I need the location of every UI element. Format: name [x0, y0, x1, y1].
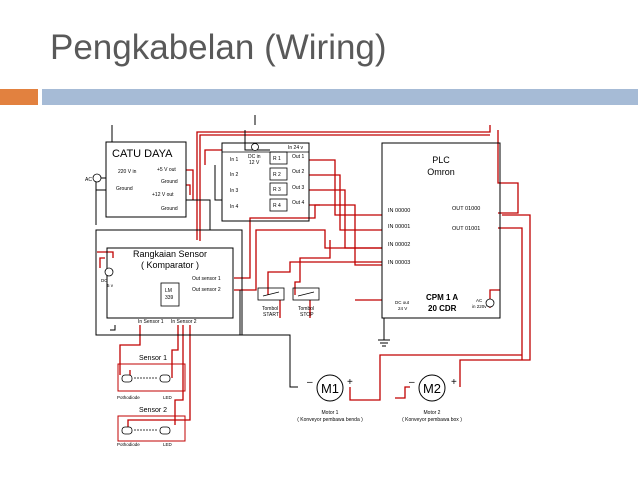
relay-in3: In 3	[230, 188, 239, 194]
sensor-dc: DC	[101, 278, 108, 283]
motor-1-label: Motor 1	[322, 410, 339, 416]
led-2-label: LED	[163, 442, 173, 447]
relay-r4: R 4	[273, 203, 281, 209]
catu-daya-ground-2: Ground	[161, 179, 178, 185]
motor-1-symbol: M1	[321, 381, 339, 396]
plc-ac: AC	[476, 298, 483, 303]
plc-ac-220v: in 220v	[472, 304, 487, 309]
sensor-comparator-block: Rangkaian Sensor ( Komparator ) DC 5 v L…	[95, 229, 243, 336]
plc-model-2: 20 CDR	[428, 304, 457, 313]
sensor-subtitle: ( Komparator )	[141, 260, 199, 270]
catu-daya-ac: AC	[85, 177, 92, 183]
catu-daya-ground: Ground	[116, 186, 133, 192]
relay-in4: In 4	[230, 204, 239, 210]
sensor-2-label: Sensor 2	[139, 407, 167, 414]
photodiode-icon	[121, 374, 133, 383]
catu-daya-5v: +5 V out	[157, 167, 176, 173]
ac-source-icon	[92, 173, 102, 183]
plc-brand: Omron	[427, 167, 455, 177]
plc-in-00003: IN 00003	[388, 260, 410, 266]
motor-2-minus: –	[409, 377, 415, 388]
plc-block: PLC Omron IN 00000 IN 00001 IN 00002 IN …	[381, 142, 501, 319]
sensor-dc-5v: 5 v	[107, 283, 114, 288]
start-button-text: START	[263, 312, 279, 318]
led-icon	[159, 374, 171, 383]
slide-title: Pengkabelan (Wiring)	[50, 28, 387, 67]
relay-out1: Out 1	[292, 154, 304, 160]
motor-2-desc: ( Konveyor pembawa box )	[402, 417, 462, 423]
motor-1-minus: –	[307, 377, 313, 388]
plc-model: CPM 1 A	[426, 293, 458, 302]
photodiode-2-label: Pothodiode	[117, 442, 140, 447]
motor-1-plus: +	[347, 377, 353, 388]
photodiode-icon	[121, 426, 133, 435]
sensor-title: Rangkaian Sensor	[133, 249, 207, 259]
relay-out3: Out 3	[292, 185, 304, 191]
sensor-1-label: Sensor 1	[139, 355, 167, 362]
relay-r1: R 1	[273, 156, 281, 162]
motor-2-icon	[418, 374, 446, 402]
plc-label: PLC	[432, 155, 450, 165]
plc-in-00001: IN 00001	[388, 224, 410, 230]
relay-out4: Out 4	[292, 200, 304, 206]
dc-5v-icon	[104, 267, 114, 277]
catu-daya-ground-3: Ground	[161, 206, 178, 212]
plc-dc-out: DC out	[395, 300, 410, 305]
dc-in-icon	[251, 143, 259, 151]
relay-in2: In 2	[230, 172, 239, 178]
in-sensor-2: In Sensor 2	[171, 319, 197, 325]
plc-in-00000: IN 00000	[388, 208, 410, 214]
catu-daya-12v: +12 V out	[152, 192, 174, 198]
start-button-label: Tombol	[262, 306, 278, 312]
led-icon	[159, 426, 171, 435]
accent-band-orange	[0, 89, 38, 105]
plc-dc-24v: 24 V	[398, 306, 407, 311]
lm-label: LM	[165, 288, 172, 294]
photodiode-1-label: Pothodiode	[117, 395, 140, 400]
plc-in-00002: IN 00002	[388, 242, 410, 248]
relay-r2: R 2	[273, 172, 281, 178]
plc-out-01001: OUT 01001	[452, 226, 480, 232]
buttons: Tombol START Tombol STOP	[257, 287, 320, 318]
motor-1-desc: ( Konveyor pembawa benda )	[297, 417, 363, 423]
relay-out2: Out 2	[292, 169, 304, 175]
motor-2-symbol: M2	[423, 381, 441, 396]
lm-number: 339	[165, 295, 174, 301]
relay-in1: In 1	[230, 157, 239, 163]
ac-in-icon	[485, 298, 495, 308]
relay-top-label: In 24 v	[288, 145, 304, 151]
motors: M1 – + Motor 1 ( Konveyor pembawa benda …	[297, 374, 462, 423]
sensor-units: Sensor 1 Pothodiode LED Sensor 2 Pothodi…	[117, 355, 186, 447]
stop-button-text: STOP	[300, 312, 314, 318]
catu-daya-title: CATU DAYA	[112, 148, 173, 160]
out-sensor-2: Out sensor 2	[192, 287, 221, 293]
accent-band-blue	[42, 89, 638, 105]
relay-board: In 24 v DC in 12 V In 1 In 2 In 3 In 4 R…	[221, 142, 310, 222]
relay-r3: R 3	[273, 187, 281, 193]
relay-dc-label: DC in	[248, 154, 261, 160]
plc-out-01000: OUT 01000	[452, 206, 480, 212]
stop-button-label: Tombol	[298, 306, 314, 312]
catu-daya-in: 220 V in	[118, 169, 137, 175]
motor-2-plus: +	[451, 377, 457, 388]
in-sensor-1: In Sensor 1	[138, 319, 164, 325]
catu-daya-block: CATU DAYA 220 V in Ground +5 V out Groun…	[85, 141, 187, 218]
motor-2-label: Motor 2	[424, 410, 441, 416]
led-1-label: LED	[163, 395, 173, 400]
motor-1-icon	[316, 374, 344, 402]
relay-dc-12v: 12 V	[249, 160, 260, 166]
out-sensor-1: Out sensor 1	[192, 276, 221, 282]
